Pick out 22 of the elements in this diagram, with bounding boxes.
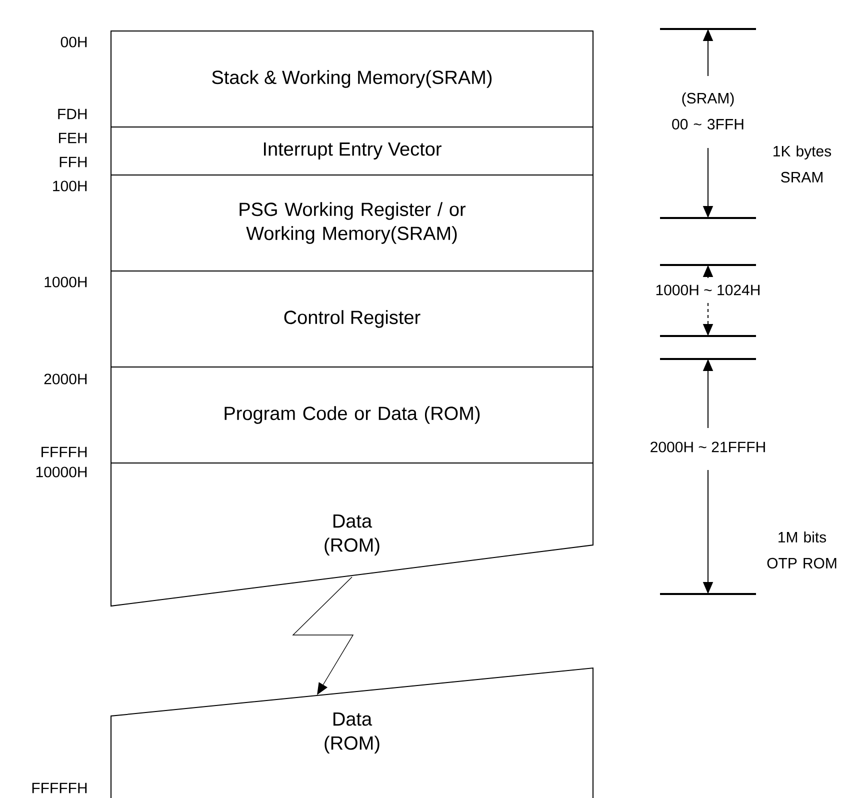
range-label: 1000H ~ 1024H: [656, 284, 760, 296]
address-label: 2000H: [44, 374, 87, 384]
address-label: FFH: [60, 156, 87, 168]
memory-block: Control Register: [110, 270, 594, 368]
memory-block: Data (ROM): [110, 667, 594, 798]
address-label: 100H: [53, 180, 87, 192]
range-label: (SRAM) 00 ~ 3FFH: [672, 92, 744, 130]
memory-block: Stack & Working Memory(SRAM): [110, 30, 594, 128]
range-label: 1K bytes SRAM: [774, 146, 832, 182]
address-label: FFFFFH: [32, 782, 87, 794]
address-label: FEH: [59, 132, 87, 144]
break-arrow: [292, 576, 354, 695]
address-label: 1000H: [44, 276, 87, 288]
address-label: FDH: [58, 108, 87, 120]
range-label: 2000H ~ 21FFFH: [650, 442, 765, 452]
memory-block: PSG Working Register / or Working Memory(SRAM): [110, 174, 594, 272]
address-label: FFFFH: [42, 446, 87, 458]
address-label: 10000H: [36, 466, 87, 478]
memory-block: Interrupt Entry Vector: [110, 126, 594, 176]
address-label: 00H: [60, 36, 87, 48]
memory-block: Program Code or Data (ROM): [110, 366, 594, 464]
range-label: 1M bits OTP ROM: [767, 532, 836, 568]
